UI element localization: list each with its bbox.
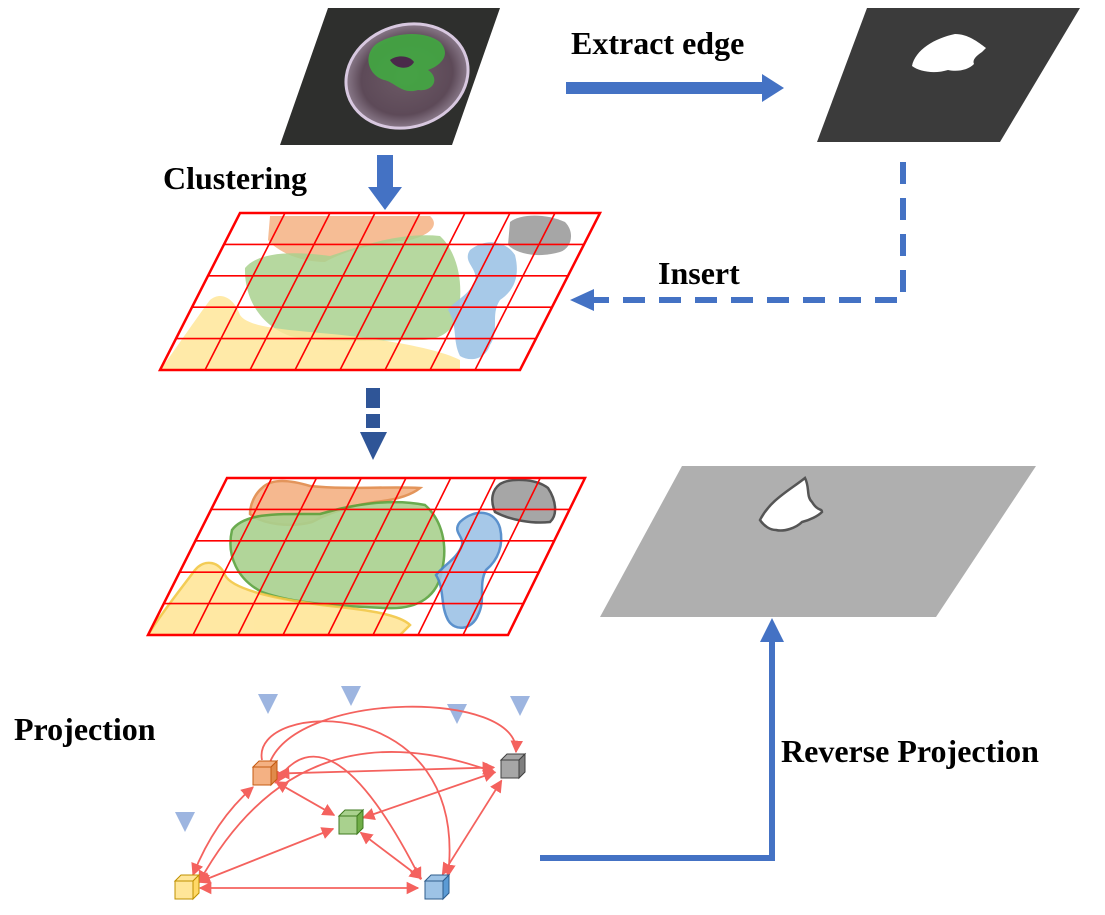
grid-line xyxy=(192,477,273,636)
grid-line xyxy=(339,212,421,371)
graph-arc-2 xyxy=(260,720,456,878)
node-cube-green xyxy=(337,808,365,836)
insert-label: Insert xyxy=(658,255,740,291)
grid-lines-middle xyxy=(176,212,584,371)
edge-mask-plane xyxy=(817,8,1080,142)
extract-edge-label: Extract edge xyxy=(571,25,744,61)
graph-edge-green-blue xyxy=(359,831,423,880)
node-cube-gray xyxy=(499,752,527,780)
graph-edge-green-yellow xyxy=(197,827,335,884)
grid-line xyxy=(384,212,466,371)
extract-edge-arrow xyxy=(566,74,784,102)
projection-label: Projection xyxy=(14,711,156,747)
output-plane xyxy=(600,466,1036,617)
grid-line xyxy=(204,212,286,371)
grid-line xyxy=(249,212,331,371)
insert-arrow xyxy=(570,162,906,311)
graph-arc-1 xyxy=(269,705,523,763)
node-cube-orange xyxy=(251,759,279,787)
graph-nodes xyxy=(173,752,527,901)
outlined-cluster-plane xyxy=(145,476,588,637)
graph-edge-orange-yellow xyxy=(191,786,254,876)
projection-arrows xyxy=(175,580,530,832)
clustering-arrow xyxy=(368,155,402,210)
node-cube-yellow xyxy=(173,873,201,901)
grid-line xyxy=(429,212,511,371)
graph-edge-gray-blue xyxy=(441,779,503,876)
grid-line xyxy=(474,212,556,371)
mri-slice-plane xyxy=(280,8,500,145)
graph-edges xyxy=(191,705,523,895)
graph-edge-orange-green xyxy=(274,781,336,816)
grid-line xyxy=(237,477,318,636)
cluster-graph xyxy=(173,705,527,901)
node-cube-blue xyxy=(423,873,451,901)
grid-line xyxy=(462,477,541,636)
reverse-projection-label: Reverse Projection xyxy=(781,733,1039,769)
refine-arrow xyxy=(360,388,387,460)
grid-line xyxy=(282,477,362,636)
grid-line xyxy=(327,477,407,636)
graph-edge-gray-green xyxy=(361,769,497,821)
grid-line xyxy=(417,477,497,636)
grid-line xyxy=(294,212,376,371)
grid-lines-lower xyxy=(163,477,570,636)
clustered-grid-plane xyxy=(157,211,603,372)
reverse-projection-arrow xyxy=(540,618,784,861)
grid-line xyxy=(372,477,452,636)
clustering-label: Clustering xyxy=(163,160,307,196)
